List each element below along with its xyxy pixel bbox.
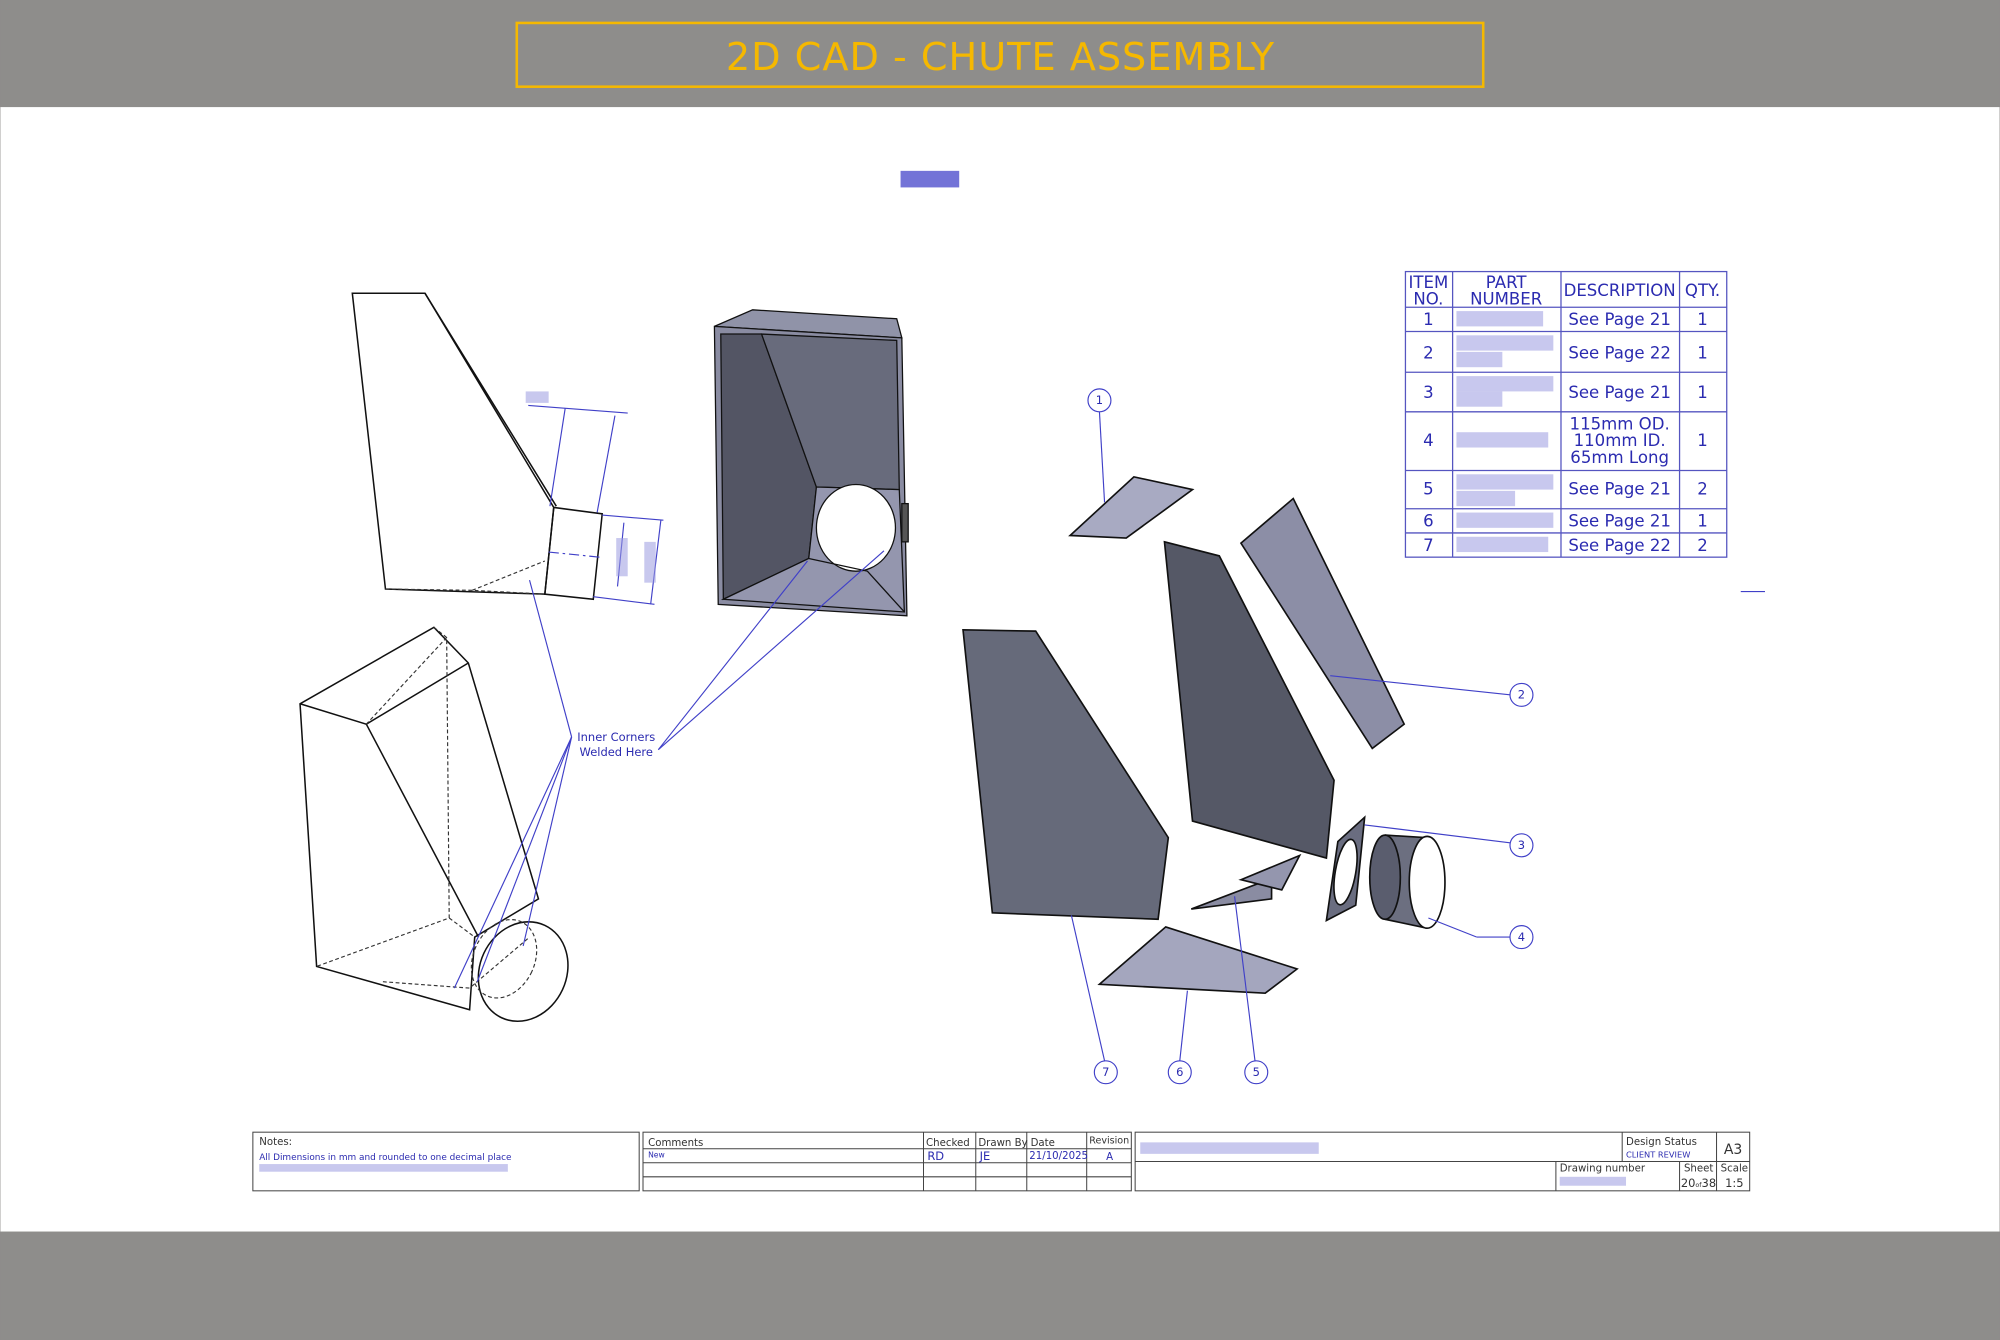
svg-text:Drawn By: Drawn By (978, 1138, 1027, 1149)
svg-text:NUMBER: NUMBER (1470, 290, 1543, 309)
svg-text:7: 7 (1102, 1065, 1109, 1079)
svg-text:4: 4 (1423, 431, 1434, 450)
svg-text:See Page 21: See Page 21 (1568, 383, 1671, 402)
svg-text:Notes:: Notes: (259, 1137, 292, 1148)
svg-text:2: 2 (1423, 343, 1434, 362)
balloon-1: 1 (1087, 388, 1112, 413)
side-view-wireframe (351, 292, 664, 605)
svg-text:3: 3 (1518, 838, 1525, 852)
svg-text:3: 3 (1423, 383, 1434, 402)
title-block: Notes: All Dimensions in mm and rounded … (252, 1131, 1751, 1192)
part-1-top (1068, 475, 1195, 539)
part-6-base (1097, 925, 1299, 995)
svg-text:1: 1 (1697, 431, 1708, 450)
part-5-corner-b (1238, 853, 1302, 891)
balloon-6: 6 (1167, 1060, 1192, 1085)
svg-text:Sheet: Sheet (1684, 1164, 1713, 1175)
funnel-3d-view (713, 309, 909, 617)
part-2-front-large (1239, 497, 1406, 750)
bom-row-4: 4 115mm OD.110mm ID.65mm Long 1 (1423, 415, 1708, 467)
svg-text:5: 5 (1423, 480, 1434, 499)
balloon-5: 5 (1244, 1060, 1269, 1085)
svg-text:RD: RD (927, 1149, 944, 1163)
svg-text:115mm OD.: 115mm OD. (1570, 415, 1670, 434)
svg-text:CLIENT REVIEW: CLIENT REVIEW (1626, 1150, 1690, 1160)
svg-text:Date: Date (1031, 1138, 1055, 1149)
part-4-pipe (1368, 834, 1446, 930)
iso-view-wireframe (299, 626, 569, 1023)
svg-text:See Page 21: See Page 21 (1568, 480, 1671, 499)
bom-header-part: PART (1486, 273, 1528, 292)
svg-text:A: A (1106, 1152, 1113, 1163)
balloon-4: 4 (1509, 925, 1534, 950)
svg-text:Design Status: Design Status (1626, 1137, 1697, 1148)
balloon-7: 7 (1093, 1060, 1118, 1085)
svg-text:See Page 21: See Page 21 (1568, 512, 1671, 531)
notes-box: Notes: All Dimensions in mm and rounded … (252, 1131, 640, 1192)
svg-text:See Page 21: See Page 21 (1568, 310, 1671, 329)
balloon-3: 3 (1509, 833, 1534, 858)
svg-text:Revision: Revision (1089, 1136, 1129, 1147)
svg-text:21/10/2025: 21/10/2025 (1029, 1151, 1088, 1162)
bom-row-5: 5 See Page 21 2 (1423, 474, 1708, 507)
banner-title-frame (515, 21, 1485, 88)
svg-text:1: 1 (1697, 310, 1708, 329)
part-7-side (962, 628, 1170, 921)
svg-text:Comments: Comments (648, 1138, 703, 1149)
bom-header-description: DESCRIPTION (1564, 281, 1676, 300)
exploded-view (962, 475, 1446, 995)
svg-text:2: 2 (1518, 688, 1525, 702)
drawing-info-box: Design Status CLIENT REVIEW A3 Drawing n… (1134, 1131, 1751, 1192)
part-side-dark (1163, 540, 1335, 860)
svg-text:New: New (648, 1151, 665, 1160)
svg-text:20of38: 20of38 (1681, 1176, 1716, 1190)
bom-row-7: 7 See Page 22 2 (1423, 536, 1708, 555)
svg-text:4: 4 (1518, 930, 1525, 944)
svg-text:Scale: Scale (1721, 1164, 1748, 1175)
svg-text:2: 2 (1697, 480, 1708, 499)
banner (0, 0, 2000, 108)
svg-text:2: 2 (1697, 536, 1708, 555)
svg-text:65mm Long: 65mm Long (1570, 448, 1669, 467)
bom-row-3: 3 See Page 21 1 (1423, 376, 1708, 407)
svg-text:1: 1 (1697, 512, 1708, 531)
svg-text:1: 1 (1697, 343, 1708, 362)
svg-text:See Page 22: See Page 22 (1568, 536, 1671, 555)
svg-text:JE: JE (979, 1149, 991, 1163)
svg-text:All Dimensions in mm and round: All Dimensions in mm and rounded to one … (259, 1153, 511, 1163)
revision-table: Comments Checked Drawn By Date Revision … (642, 1131, 1132, 1192)
svg-text:110mm ID.: 110mm ID. (1574, 431, 1666, 450)
svg-text:6: 6 (1176, 1065, 1183, 1079)
svg-text:1: 1 (1096, 393, 1103, 407)
svg-text:6: 6 (1423, 512, 1434, 531)
bom-row-2: 2 See Page 22 1 (1423, 335, 1708, 368)
balloons: 1 2 3 4 5 6 7 (1070, 388, 1534, 1085)
svg-text:Drawing number: Drawing number (1560, 1164, 1646, 1175)
annotation-line-1: Inner Corners (577, 730, 655, 744)
svg-text:1: 1 (1697, 383, 1708, 402)
annotation-line-2: Welded Here (580, 745, 653, 759)
svg-text:7: 7 (1423, 536, 1434, 555)
svg-text:Checked: Checked (926, 1138, 970, 1149)
svg-text:NO.: NO. (1413, 290, 1443, 309)
bom-header-item: ITEM (1409, 273, 1449, 292)
svg-text:5: 5 (1253, 1065, 1260, 1079)
banner-title: 2D CAD - CHUTE ASSEMBLY (726, 36, 1275, 80)
svg-text:A3: A3 (1724, 1142, 1743, 1158)
bom-header-qty: QTY. (1685, 281, 1720, 300)
part-5-corner-a (1190, 877, 1273, 910)
svg-text:See Page 22: See Page 22 (1568, 343, 1671, 362)
bom-row-6: 6 See Page 21 1 (1423, 512, 1708, 531)
svg-text:1:5: 1:5 (1725, 1176, 1743, 1190)
bottom-bar (0, 1231, 2000, 1340)
balloon-2: 2 (1509, 682, 1534, 707)
bom-row-1: 1 See Page 21 1 (1423, 310, 1708, 329)
svg-text:1: 1 (1423, 310, 1434, 329)
weld-annotation: Inner Corners Welded Here (453, 550, 885, 989)
sheet-title-redacted (900, 170, 960, 188)
